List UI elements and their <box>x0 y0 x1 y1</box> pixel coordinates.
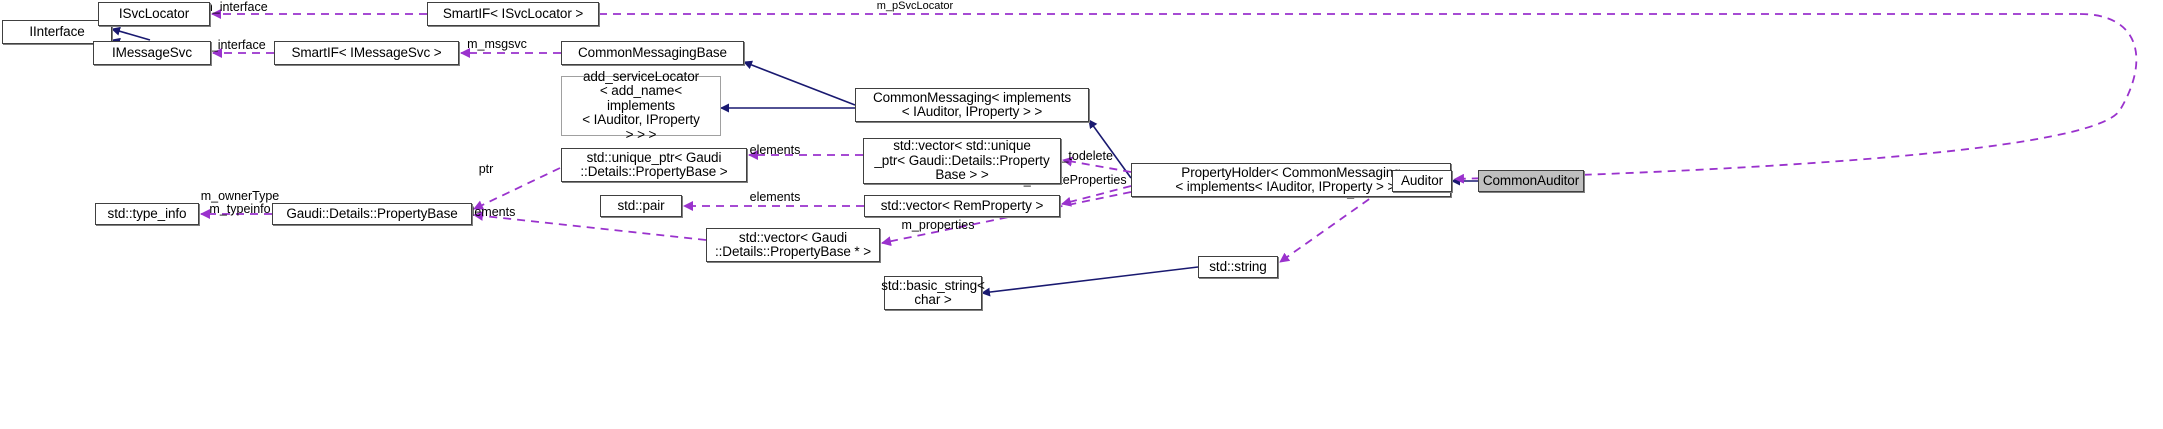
class-node-commonauditor[interactable]: CommonAuditor <box>1478 170 1584 192</box>
class-node-smartif-isvc[interactable]: SmartIF< ISvcLocator > <box>427 2 599 26</box>
class-node-vec-unique-ptr[interactable]: std::vector< std::unique _ptr< Gaudi::De… <box>863 138 1061 184</box>
class-node-unique-ptr-pb[interactable]: std::unique_ptr< Gaudi ::Details::Proper… <box>561 148 747 182</box>
class-node-basic-string[interactable]: std::basic_string< char > <box>881 276 985 310</box>
edge-label-ptr: ptr <box>478 162 494 176</box>
class-node-smartif-imsg[interactable]: SmartIF< IMessageSvc > <box>274 41 459 65</box>
edge-label-m_msgsvc: m_msgsvc <box>467 37 527 51</box>
edge-label-elements_pair: elements <box>749 190 801 204</box>
class-node-gaudi-propertybase[interactable]: Gaudi::Details::PropertyBase <box>272 203 472 225</box>
class-node-add-servicelocator[interactable]: add_serviceLocator < add_name< implement… <box>561 69 721 142</box>
class-node-auditor[interactable]: Auditor <box>1392 170 1452 192</box>
class-node-vec-remproperty[interactable]: std::vector< RemProperty > <box>864 195 1060 217</box>
class-node-stdpair[interactable]: std::pair <box>600 195 682 217</box>
edge-label-elements_unique: elements <box>749 143 801 157</box>
edge-label-m_properties: m_properties <box>901 218 975 232</box>
usage-edges <box>200 9 2138 263</box>
class-node-commonmessaging[interactable]: CommonMessaging< implements < IAuditor, … <box>855 88 1089 122</box>
class-node-imessagesvc[interactable]: IMessageSvc <box>93 41 211 65</box>
edge-label-m_ownerType: m_ownerType m_typeinfo <box>200 189 280 216</box>
edge-label-m_pSvcLocator: m_pSvcLocator <box>876 0 954 12</box>
class-node-isvclocator[interactable]: ISvcLocator <box>98 2 210 26</box>
class-node-vec-pb-ptr[interactable]: std::vector< Gaudi ::Details::PropertyBa… <box>706 228 880 262</box>
class-node-typeinfo[interactable]: std::type_info <box>95 203 199 225</box>
class-node-iinterface[interactable]: IInterface <box>2 20 112 44</box>
class-node-commonmsgbase[interactable]: CommonMessagingBase <box>561 41 744 65</box>
class-node-stdstring[interactable]: std::string <box>1198 256 1278 278</box>
